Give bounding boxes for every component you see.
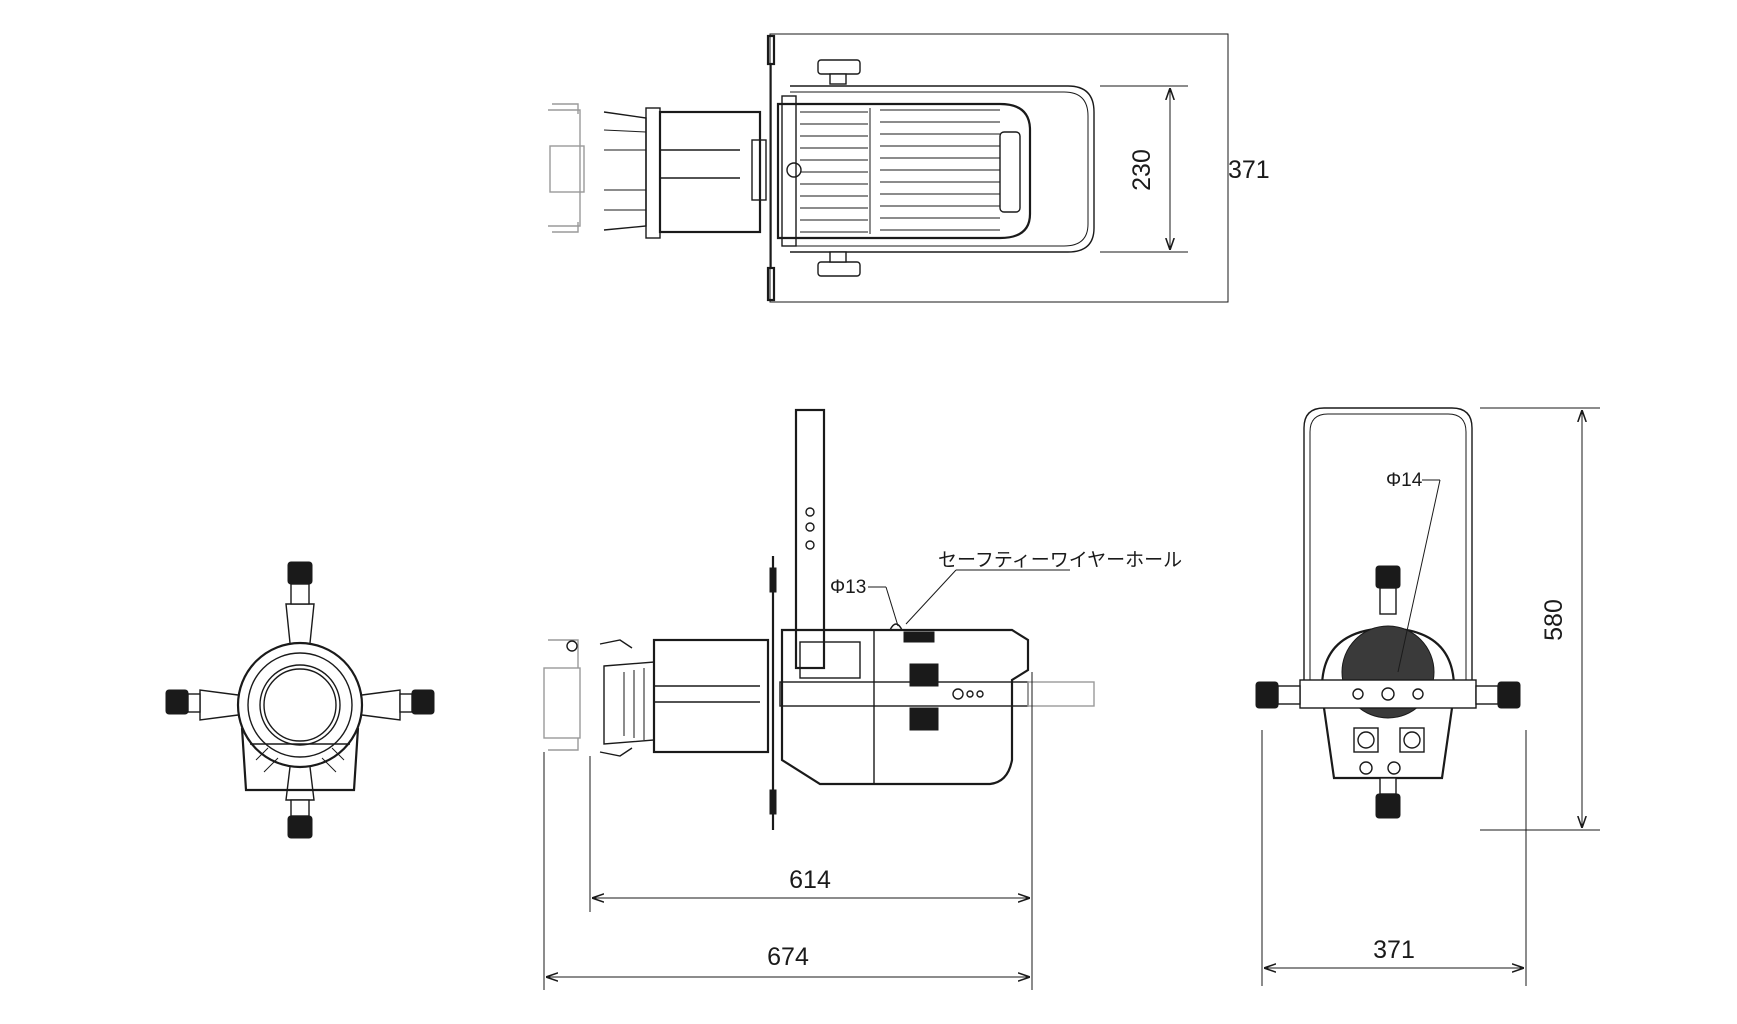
rear-view-yoke (1303, 407, 1473, 682)
dim-580-label: 580 (1540, 599, 1568, 641)
safety-wire-label: セーフティーワイヤーホール (938, 550, 1182, 571)
dim-230: 230 (1100, 85, 1188, 253)
dim-614: 614 (589, 672, 1033, 990)
dim-674-label: 674 (767, 943, 809, 971)
front-view (165, 561, 435, 839)
dim-230-label: 230 (1128, 149, 1156, 191)
rear-knob-bottom (1375, 777, 1401, 819)
front-knob-right (399, 689, 435, 715)
front-knob-top (287, 561, 313, 605)
side-view: セーフティーワイヤーホール Φ13 614 674 (543, 408, 1182, 990)
phi13-label: Φ13 (830, 577, 866, 598)
front-knob-bottom (287, 799, 313, 839)
dim-674: 674 (543, 752, 1030, 990)
rear-knob-top (1375, 565, 1401, 615)
top-view-fins (800, 108, 1000, 234)
safety-wire-callout: セーフティーワイヤーホール Φ13 (830, 550, 1182, 631)
rear-knob-left (1255, 681, 1301, 709)
dim-371-top-label: 371 (1228, 156, 1270, 184)
top-knob-upper (817, 59, 861, 85)
rear-knob-right (1475, 681, 1521, 709)
dim-371-rear-label: 371 (1373, 936, 1415, 964)
front-knob-left (165, 689, 201, 715)
top-view-yoke (790, 85, 1095, 253)
top-view-gel-frame (548, 103, 585, 233)
dim-614-label: 614 (789, 866, 831, 894)
phi14-label: Φ14 (1386, 470, 1423, 491)
top-knob-lower (817, 251, 861, 277)
top-view-outline (769, 33, 1229, 303)
rear-view: Φ14 580 371 (1255, 407, 1600, 986)
dim-371-rear: 371 (1261, 730, 1527, 986)
phi14-callout: Φ14 (1386, 470, 1441, 673)
dim-580: 580 (1480, 407, 1600, 831)
side-view-gel-frame (543, 639, 581, 751)
top-view: 230 371 (548, 33, 1270, 303)
